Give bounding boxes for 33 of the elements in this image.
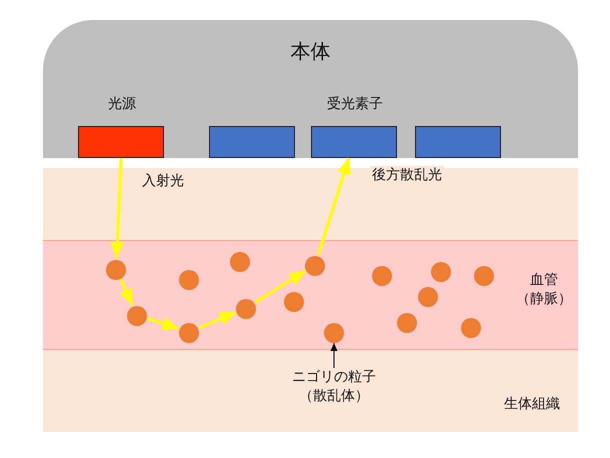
photodetector-label: 受光素子 [326,95,384,114]
particle-circle [372,266,392,286]
particle-circle [179,323,199,343]
leader-line [330,342,338,368]
particle-circle [305,256,325,276]
light-path-arrow [147,316,179,330]
tissue-layer [43,168,578,432]
device-title: 本体 [290,38,332,65]
device-body [43,20,578,158]
particle-circle [236,299,256,319]
light-source-label: 光源 [107,95,137,114]
light-path-arrow [316,158,351,255]
particle-circle [418,287,438,307]
vessel-label: 血管（静脈） [514,271,573,309]
light-path-arrow [198,310,236,330]
particle-circle [431,262,451,282]
light-path-arrow [119,278,134,306]
light-path-arrow [254,270,306,304]
photodetector-box [415,126,501,158]
particle-circle [127,306,147,326]
particle-circle [324,323,344,343]
light-path-arrow [110,158,124,258]
particle-circle [230,252,250,272]
particle-label: ニゴリの粒子（散乱体） [282,368,386,412]
particle-circle [474,266,494,286]
particle-circle [397,313,417,333]
blood-vessel-band [43,240,578,350]
particle-circle [106,260,126,280]
particle-circle [284,292,304,312]
particle-circle [461,318,481,338]
tissue-label: 生体組織 [504,395,560,414]
particle-circle [179,270,199,290]
photodetector-box [209,126,295,158]
